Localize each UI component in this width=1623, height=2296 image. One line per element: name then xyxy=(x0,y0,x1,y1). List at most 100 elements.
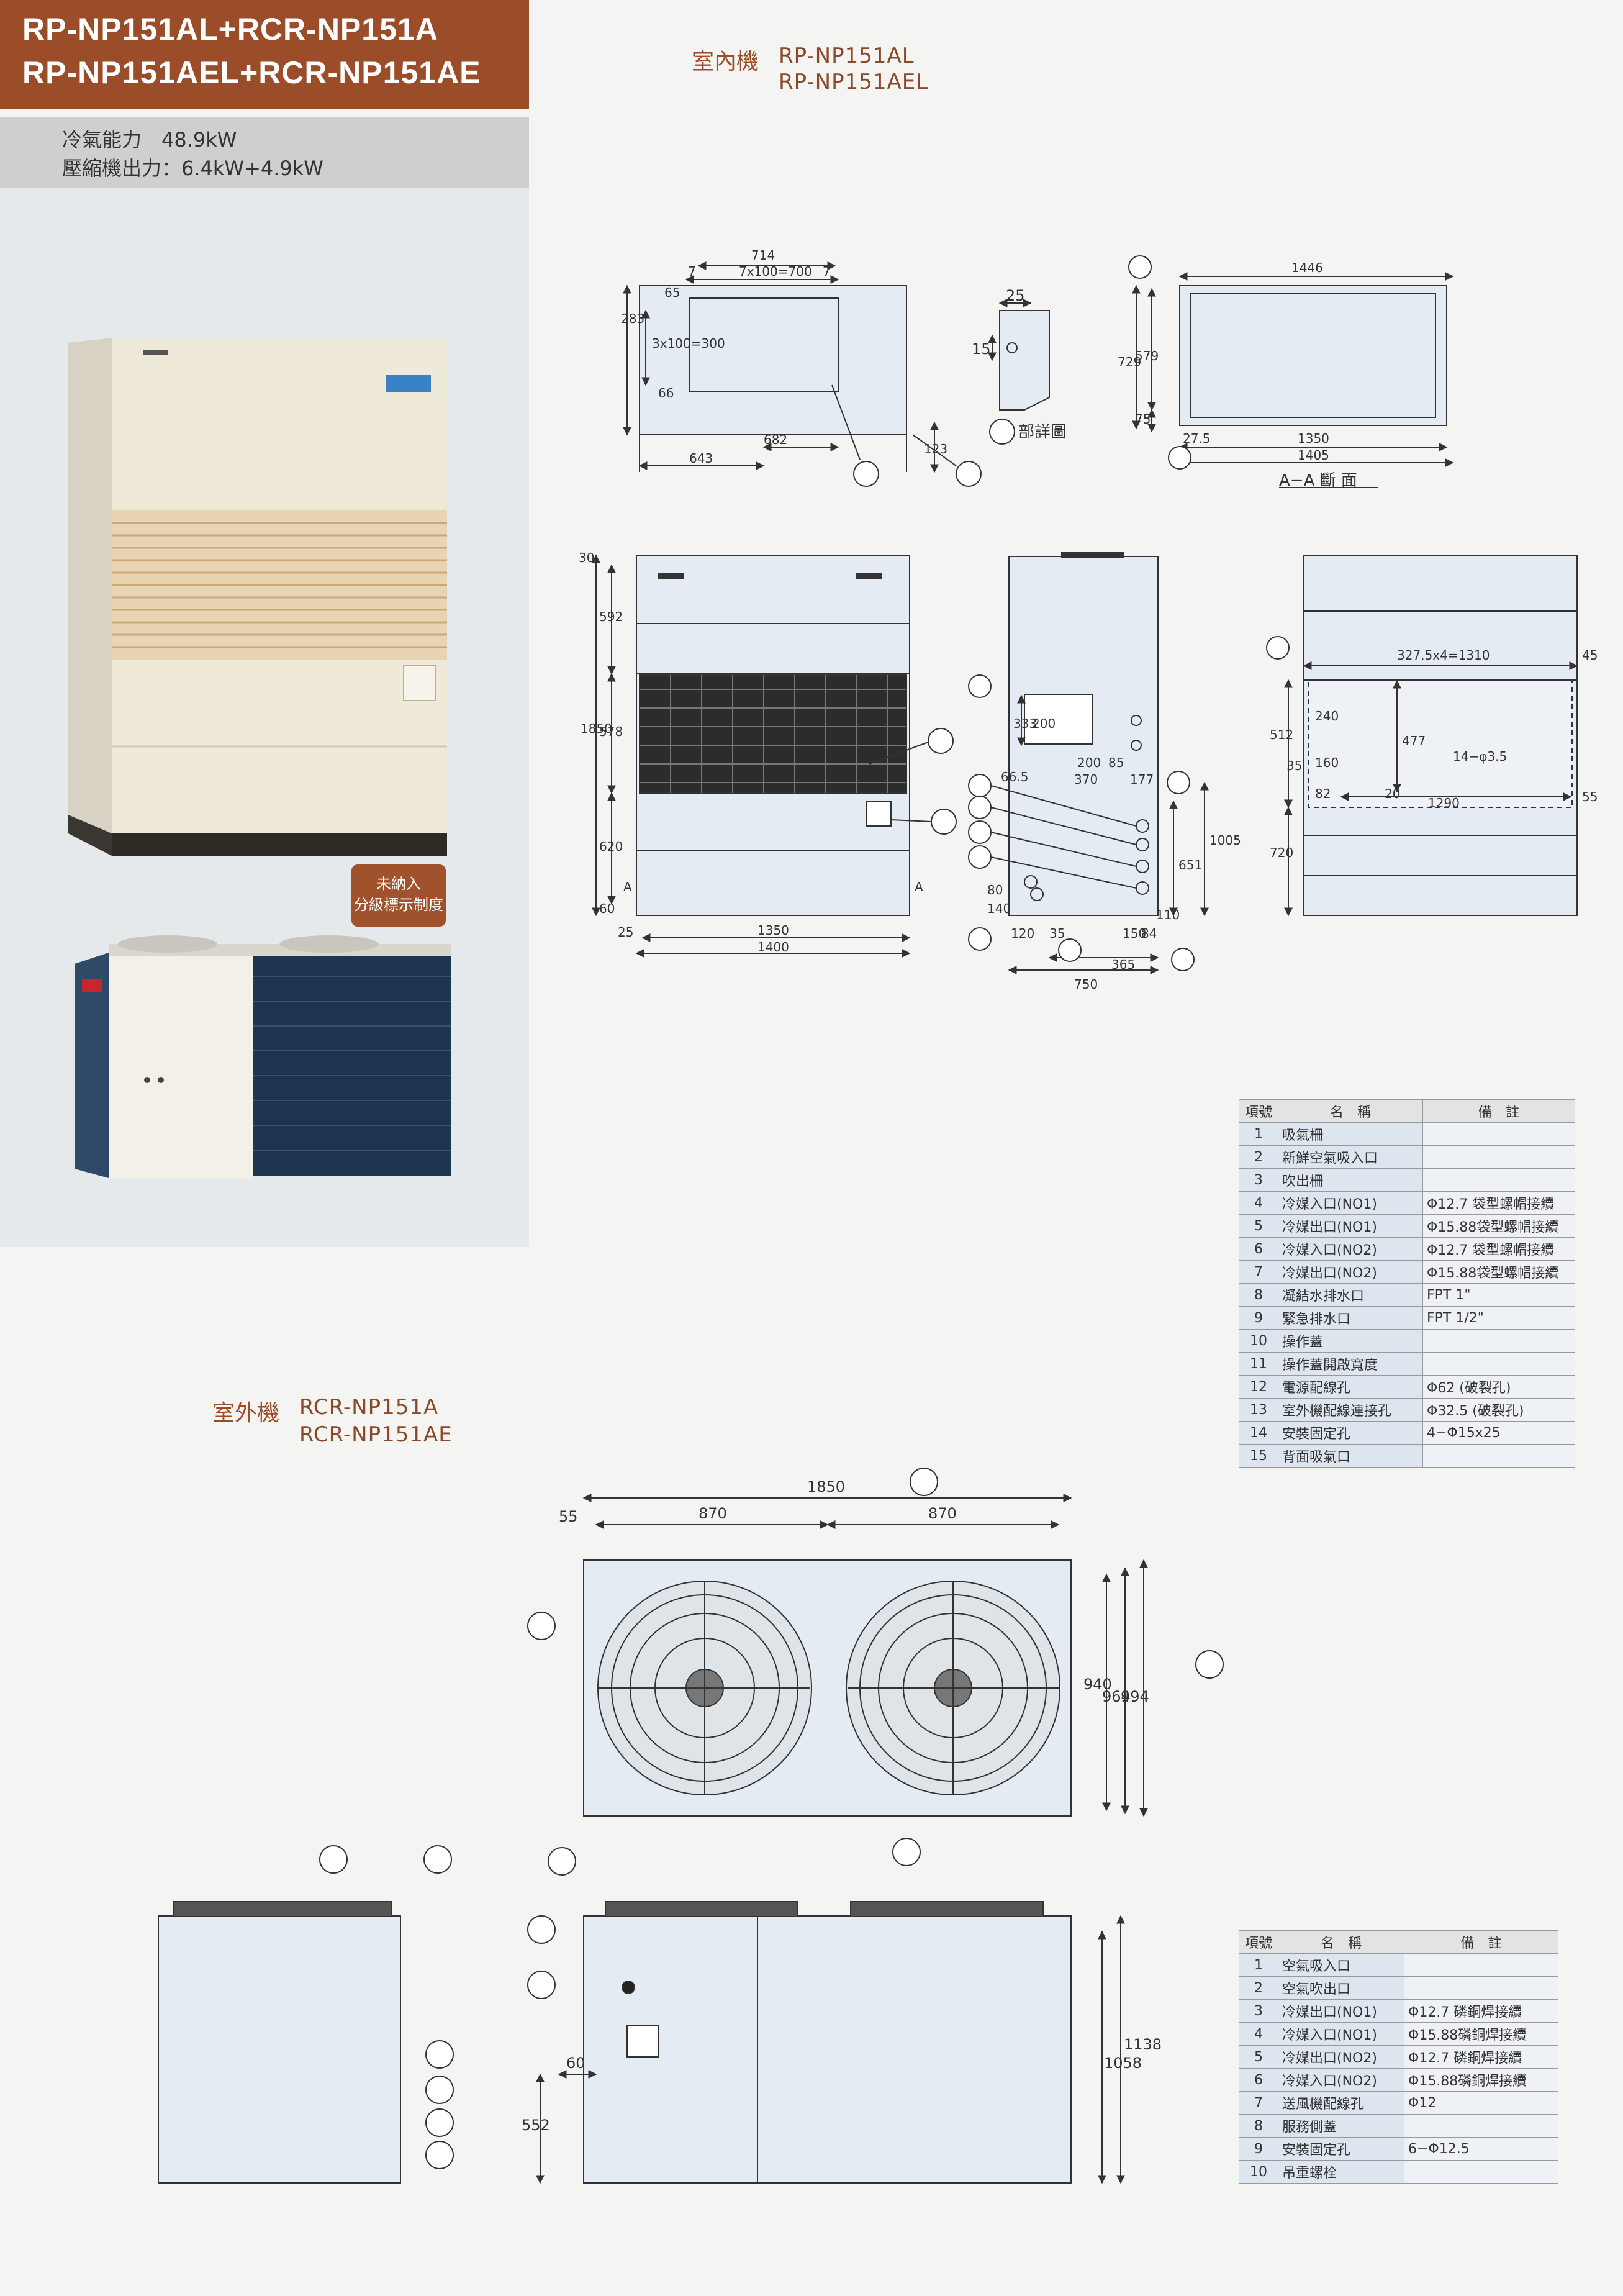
svg-text:25: 25 xyxy=(618,925,633,940)
col-remark: 備 註 xyxy=(1422,1099,1575,1123)
svg-text:579: 579 xyxy=(1135,348,1159,363)
indoor-dimension-labels: 714 7 7x100=700 7 65 283 3x100=300 66 68… xyxy=(579,248,1598,992)
a-a-section-label: A−A 斷 面 xyxy=(1279,471,1357,490)
svg-text:140: 140 xyxy=(987,901,1011,916)
svg-text:45: 45 xyxy=(1582,648,1598,663)
indoor-top-view xyxy=(623,261,982,487)
indoor-front-view xyxy=(592,554,957,958)
table-header-row: 項號 名 稱 備 註 xyxy=(1239,1930,1558,1954)
svg-text:3x100=300: 3x100=300 xyxy=(652,336,725,351)
product-photo-panel xyxy=(0,188,529,1247)
indoor-model-2: RP-NP151AEL xyxy=(779,70,929,94)
svg-text:84: 84 xyxy=(1141,926,1157,941)
svg-text:75: 75 xyxy=(1135,412,1151,427)
spec-band: 冷氣能力 48.9kW 壓縮機出力：6.4kW+4.9kW xyxy=(0,117,529,188)
indoor-title: 室內機 xyxy=(692,49,759,75)
svg-text:1350: 1350 xyxy=(757,923,789,938)
svg-text:720: 720 xyxy=(1270,845,1293,860)
col-no: 項號 xyxy=(1239,1099,1278,1123)
svg-text:80: 80 xyxy=(987,883,1003,897)
col-remark: 備 註 xyxy=(1404,1930,1558,1954)
svg-text:20: 20 xyxy=(1385,786,1400,801)
svg-text:30: 30 xyxy=(579,550,594,565)
svg-text:60: 60 xyxy=(599,901,615,916)
badge-line-2: 分級標示制度 xyxy=(354,896,443,914)
svg-text:512: 512 xyxy=(1270,727,1293,742)
svg-text:25: 25 xyxy=(1006,287,1025,304)
outdoor-top-view xyxy=(527,1468,1224,1876)
svg-text:A: A xyxy=(915,879,923,894)
svg-text:177: 177 xyxy=(1130,772,1154,787)
indoor-side-view xyxy=(968,552,1209,974)
svg-text:82: 82 xyxy=(1315,786,1331,801)
model-line-2: RP-NP151AEL+RCR-NP151AE xyxy=(22,55,481,90)
svg-text:370: 370 xyxy=(1074,772,1098,787)
svg-text:66: 66 xyxy=(658,386,674,401)
svg-text:7: 7 xyxy=(688,264,696,279)
svg-text:283: 283 xyxy=(621,311,644,326)
model-header: RP-NP151AL+RCR-NP151A RP-NP151AEL+RCR-NP… xyxy=(0,0,529,109)
svg-text:994: 994 xyxy=(1121,1688,1149,1705)
svg-text:552: 552 xyxy=(522,2117,550,2134)
svg-text:643: 643 xyxy=(689,451,713,466)
svg-text:592: 592 xyxy=(599,609,623,624)
svg-text:7: 7 xyxy=(823,264,831,279)
svg-text:365: 365 xyxy=(1111,957,1135,972)
svg-text:15: 15 xyxy=(972,340,991,358)
col-no: 項號 xyxy=(1239,1930,1278,1954)
outdoor-unit-photo xyxy=(75,935,451,1179)
indoor-model-1: RP-NP151AL xyxy=(779,43,915,68)
svg-text:1400: 1400 xyxy=(757,940,789,955)
svg-text:1850: 1850 xyxy=(581,721,612,736)
outdoor-side-views xyxy=(158,1845,1125,2184)
svg-text:35: 35 xyxy=(1049,926,1065,941)
svg-text:477: 477 xyxy=(1402,733,1426,748)
col-name: 名 稱 xyxy=(1278,1099,1423,1123)
svg-text:150: 150 xyxy=(1123,926,1146,941)
a-a-section-view xyxy=(1128,255,1454,488)
svg-text:327.5x4=1310: 327.5x4=1310 xyxy=(1397,648,1490,663)
svg-text:85: 85 xyxy=(1108,755,1124,770)
svg-text:55: 55 xyxy=(1582,789,1598,804)
svg-text:1405: 1405 xyxy=(1298,448,1329,463)
svg-text:729: 729 xyxy=(1118,355,1141,370)
cooling-capacity: 冷氣能力 48.9kW xyxy=(62,128,237,152)
svg-text:333: 333 xyxy=(1013,716,1037,731)
col-name: 名 稱 xyxy=(1278,1930,1404,1954)
svg-text:A: A xyxy=(623,879,632,894)
outdoor-title: 室外機 xyxy=(212,1400,280,1426)
svg-text:1290: 1290 xyxy=(1428,796,1460,810)
outdoor-model-1: RCR-NP151A xyxy=(299,1395,439,1420)
svg-text:66.5: 66.5 xyxy=(1001,769,1029,784)
compressor-output: 壓縮機出力：6.4kW+4.9kW xyxy=(62,157,323,180)
svg-text:7x100=700: 7x100=700 xyxy=(739,264,812,279)
svg-text:160: 160 xyxy=(1315,755,1339,770)
svg-text:200: 200 xyxy=(1032,716,1056,731)
q-detail-view xyxy=(988,299,1050,445)
svg-text:14−φ3.5: 14−φ3.5 xyxy=(1453,749,1507,764)
svg-text:682: 682 xyxy=(764,432,787,447)
svg-text:651: 651 xyxy=(1178,858,1202,873)
svg-text:1005: 1005 xyxy=(1209,833,1241,848)
svg-text:1850: 1850 xyxy=(807,1478,845,1495)
svg-text:35: 35 xyxy=(1286,758,1302,773)
svg-text:870: 870 xyxy=(698,1505,727,1522)
svg-text:120: 120 xyxy=(1011,926,1034,941)
